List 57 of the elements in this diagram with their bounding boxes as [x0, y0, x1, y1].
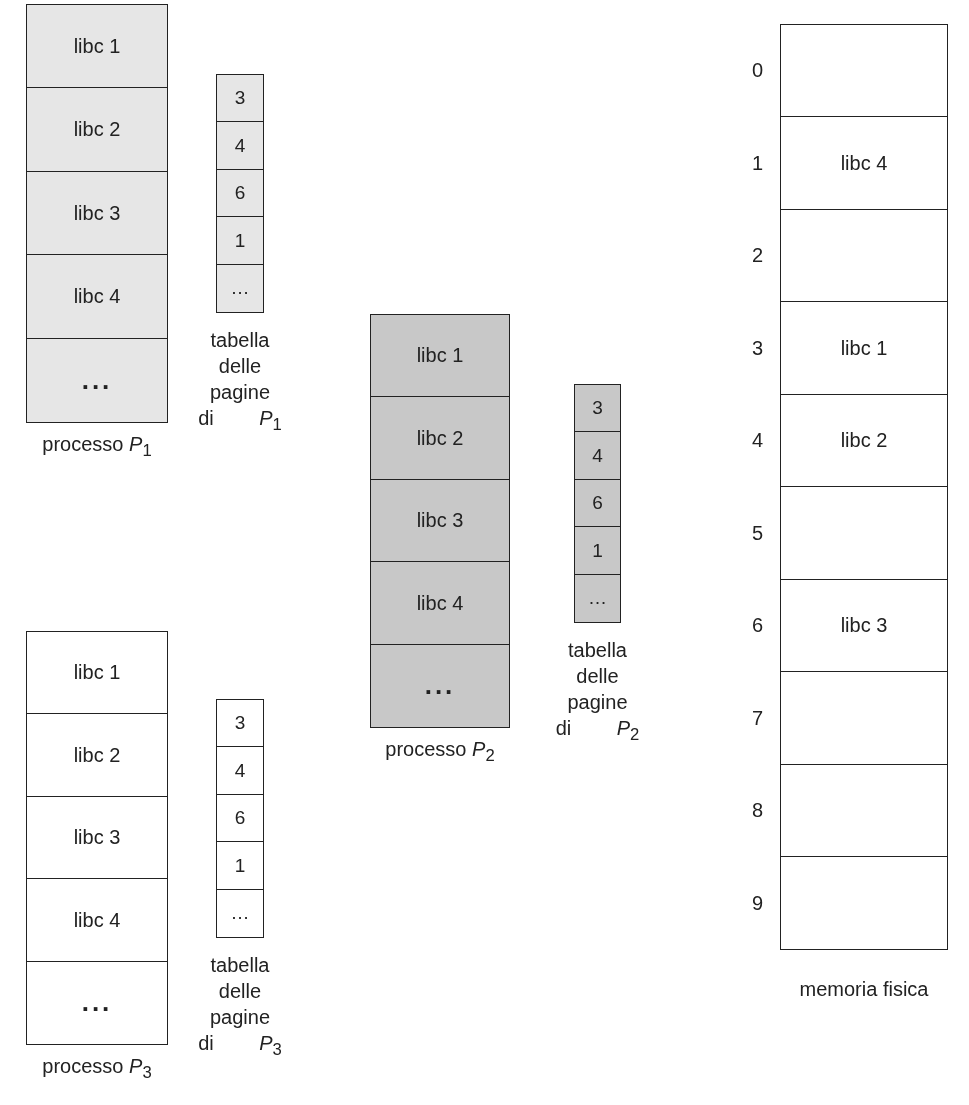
- memory-page-cell: libc 2: [370, 396, 510, 480]
- physical-frame: [780, 23, 948, 118]
- frame-number: 9: [752, 891, 765, 915]
- memory-page-cell: libc 2: [26, 87, 168, 172]
- frame-number: 1: [752, 151, 765, 175]
- frame-number: 7: [752, 706, 765, 730]
- physical-frame: libc 3: [780, 578, 948, 673]
- process-caption: processo P$_{2}$: [385, 736, 495, 767]
- frame-number: 4: [752, 429, 765, 452]
- page-table-entry: …: [216, 263, 264, 313]
- memory-page-cell: libc 4: [370, 561, 510, 645]
- memory-page-cell: libc 2: [26, 713, 168, 797]
- memory-page-cell: libc 4: [26, 254, 168, 339]
- memory-page-cell: libc 1: [370, 313, 510, 398]
- page-table-entry: 3: [216, 698, 264, 748]
- page-table-entry: …: [574, 573, 621, 623]
- frame-number: 5: [752, 521, 765, 545]
- page-table-caption: tabella delle pagine di P$_{3}$: [197, 952, 283, 1061]
- frame-number: 8: [752, 799, 765, 822]
- memory-page-cell: libc 1: [26, 630, 168, 715]
- page-table-entry: 1: [216, 841, 264, 890]
- memory-page-cell: libc 3: [370, 478, 510, 563]
- frame-number: 2: [752, 244, 765, 267]
- frame-number: 6: [752, 614, 765, 637]
- page-table-entry: 1: [216, 216, 264, 265]
- page-table-entry: 6: [216, 168, 264, 218]
- page-table-entry: 6: [574, 478, 621, 528]
- memory-page-cell: libc 3: [26, 795, 168, 880]
- frame-number: 0: [752, 59, 765, 82]
- page-table-entry: 1: [574, 526, 621, 575]
- page-table-caption: tabella delle pagine di P$_{1}$: [197, 327, 283, 436]
- physical-frame: [780, 671, 948, 765]
- page-table-entry: 6: [216, 793, 264, 843]
- memory-page-cell: libc 4: [26, 878, 168, 962]
- memory-page-cell: ...: [26, 337, 168, 423]
- physical-frame: libc 1: [780, 301, 948, 395]
- page-table-caption: tabella delle pagine di P$_{2}$: [554, 637, 641, 746]
- page-table-entry: 4: [216, 121, 264, 170]
- physical-frame: libc 2: [780, 393, 948, 488]
- physical-frame: [780, 763, 948, 858]
- frame-number: 3: [752, 336, 765, 360]
- page-table-entry: 3: [574, 383, 621, 433]
- page-table-entry: …: [216, 888, 264, 938]
- physical-frame: [780, 486, 948, 580]
- page-table-entry: 4: [574, 431, 621, 480]
- physical-frame: [780, 208, 948, 303]
- physical-frame: [780, 856, 948, 950]
- memory-page-cell: libc 3: [26, 170, 168, 256]
- page-table-entry: 3: [216, 73, 264, 123]
- memory-page-cell: ...: [370, 643, 510, 728]
- memory-page-cell: ...: [26, 960, 168, 1045]
- memory-page-cell: libc 1: [26, 3, 168, 89]
- process-caption: processo P$_{1}$: [42, 431, 152, 462]
- physical-frame: libc 4: [780, 116, 948, 210]
- process-caption: processo P$_{3}$: [42, 1053, 152, 1084]
- page-table-entry: 4: [216, 746, 264, 795]
- memory-caption: memoria fisica: [798, 977, 930, 1002]
